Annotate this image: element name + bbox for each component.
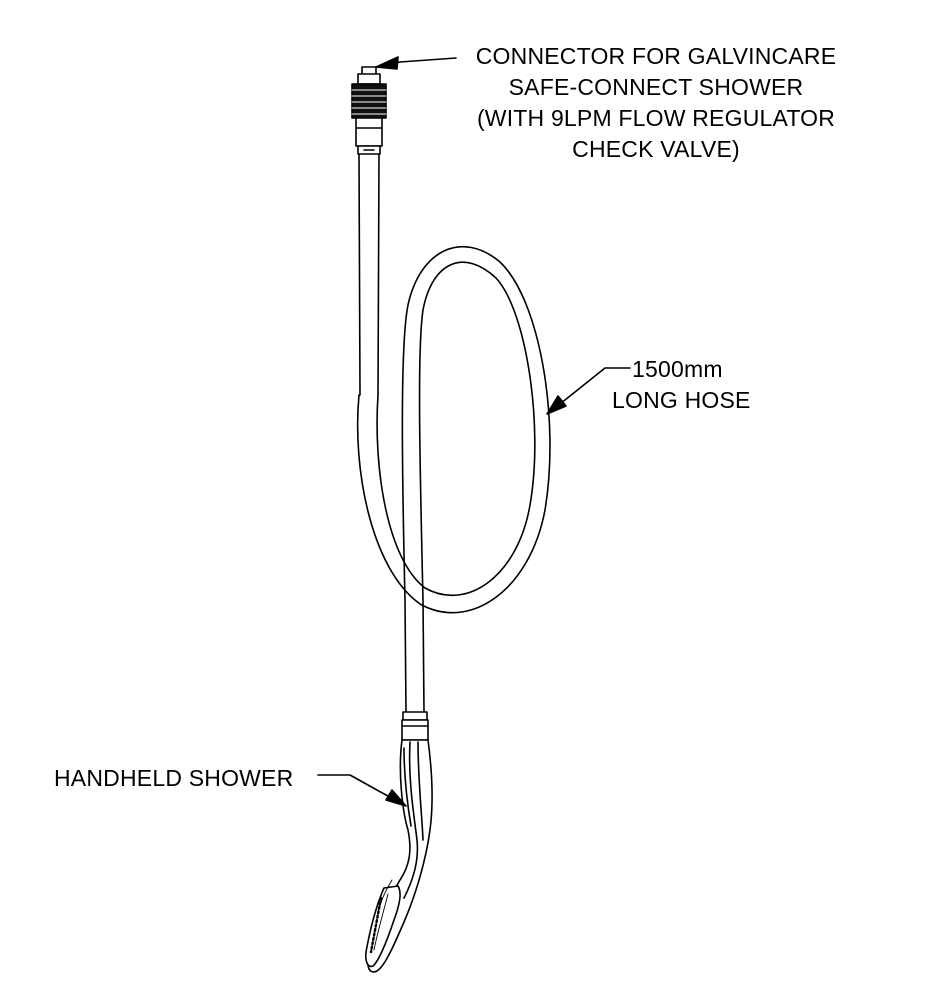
- hose-upper-left: [358, 153, 380, 396]
- connector-callout-line-3: (WITH 9LPM FLOW REGULATOR: [476, 105, 836, 131]
- hose-loop: [356, 245, 551, 713]
- hose-callout: 1500mm LONG HOSE: [612, 354, 772, 416]
- shower-leader: [317, 774, 407, 807]
- hose-type-label: LONG HOSE: [612, 387, 751, 413]
- handheld-shower-body: [365, 739, 433, 973]
- connector-fitting: [351, 66, 387, 155]
- hose-leader: [546, 367, 631, 415]
- connector-leader: [375, 56, 457, 70]
- connector-callout-line-1: CONNECTOR FOR GALVINCARE: [475, 43, 837, 69]
- shower-label: HANDHELD SHOWER: [54, 765, 294, 791]
- connector-callout: CONNECTOR FOR GALVINCARE SAFE-CONNECT SH…: [456, 41, 856, 165]
- shower-callout: HANDHELD SHOWER: [54, 763, 293, 794]
- hose-ferrule: [401, 711, 429, 741]
- hose-length-label: 1500mm: [632, 356, 723, 382]
- connector-callout-line-4: CHECK VALVE): [572, 136, 740, 162]
- connector-callout-line-2: SAFE-CONNECT SHOWER: [508, 74, 804, 100]
